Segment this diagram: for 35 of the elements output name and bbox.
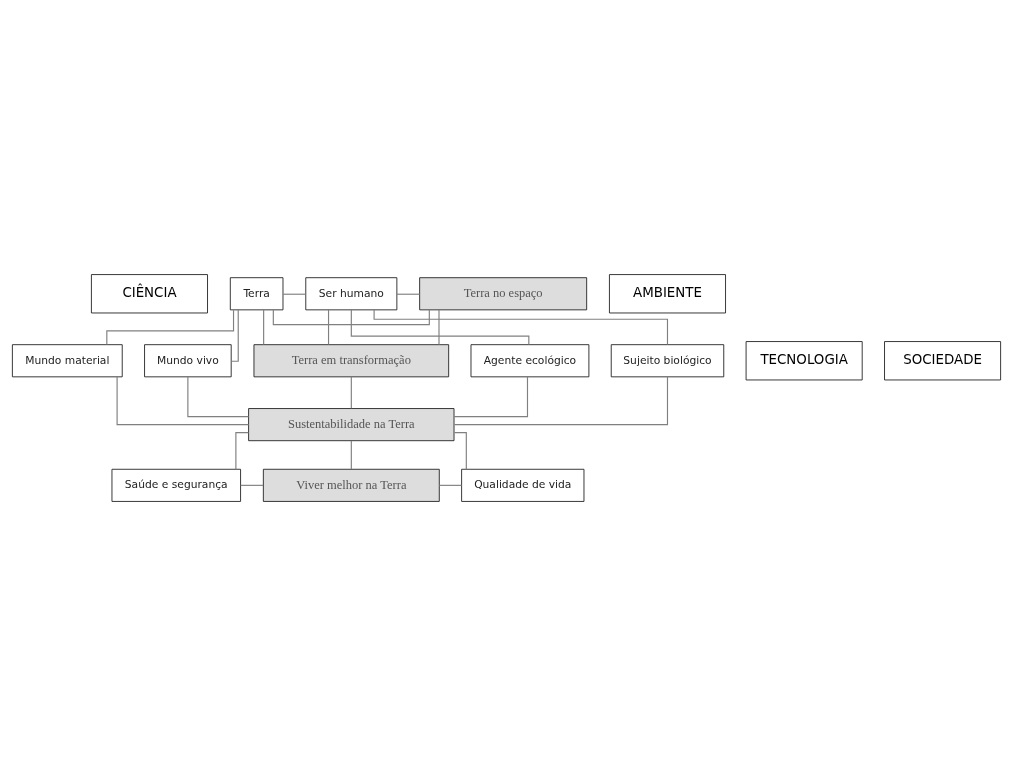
connector — [453, 376, 529, 418]
connector — [396, 293, 421, 295]
node-box: Sujeito biológico — [610, 344, 725, 378]
connector — [438, 484, 463, 486]
connector — [187, 376, 250, 418]
connector — [272, 309, 430, 326]
node-box: SOCIEDADE — [884, 341, 1002, 381]
connector — [240, 484, 264, 486]
node-box: Terra no espaço — [419, 277, 588, 311]
node-box: AMBIENTE — [609, 274, 726, 314]
node-box: TECNOLOGIA — [745, 341, 863, 381]
connector — [453, 432, 467, 470]
connector — [350, 440, 352, 470]
connector — [230, 309, 239, 362]
node-box: Qualidade de vida — [461, 468, 585, 502]
node-box: Mundo vivo — [144, 344, 232, 378]
connector — [373, 309, 669, 346]
node-box: Terra — [229, 277, 284, 311]
node-box: Agente ecológico — [470, 344, 590, 378]
node-box: Sustentabilidade na Terra — [248, 408, 455, 442]
connector — [327, 309, 330, 346]
connector — [453, 376, 669, 426]
node-box: CIÊNCIA — [90, 274, 208, 314]
connector — [263, 309, 265, 346]
node-box: Mundo material — [11, 344, 123, 378]
connector — [350, 309, 530, 346]
node-box: Ser humano — [305, 277, 398, 311]
connector — [350, 376, 352, 409]
node-box: Terra em transformação — [253, 344, 450, 378]
connector — [116, 376, 250, 426]
node-box: Viver melhor na Terra — [262, 468, 440, 502]
connector — [282, 293, 307, 295]
connector — [438, 309, 440, 346]
connector — [235, 432, 250, 470]
node-box: Saúde e segurança — [111, 468, 241, 502]
